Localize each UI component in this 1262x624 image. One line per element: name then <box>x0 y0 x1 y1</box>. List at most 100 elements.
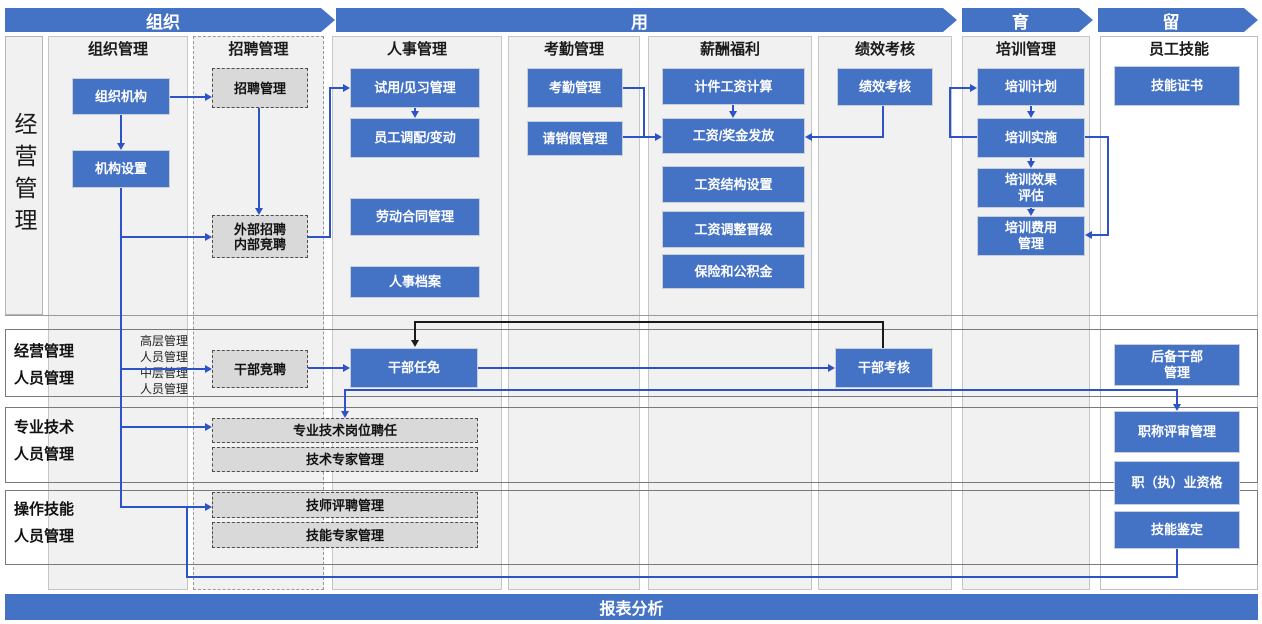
connector-orgsetup-trunk <box>120 188 122 508</box>
node-piece-wage: 计件工资计算 <box>662 68 805 105</box>
row-frame-management <box>5 329 1258 397</box>
connector-trunk-posthire <box>120 426 206 428</box>
arrow-down-orgsetup <box>117 143 125 150</box>
banner-retain-label: 留 <box>1162 12 1180 32</box>
connector-longline-titlereview <box>1176 389 1178 405</box>
connector-extrecruit-up <box>329 88 331 238</box>
connector-cadrecompete-appoint <box>308 367 344 369</box>
connector-appoint-down-black <box>414 321 416 341</box>
connector-skillassess-feedback <box>186 576 1178 578</box>
node-personnel-archives: 人事档案 <box>350 266 480 298</box>
connector-perf-down <box>882 106 884 137</box>
report-analysis-label: 报表分析 <box>599 601 664 618</box>
node-performance-assess: 绩效考核 <box>837 68 933 106</box>
banner-retain: 留 <box>1098 8 1258 32</box>
banner-develop-label: 育 <box>1012 12 1029 32</box>
connector-trainimpl-out <box>949 136 977 138</box>
node-wage-adjust: 工资调整晋级 <box>662 211 805 248</box>
node-payroll: 工资/奖金发放 <box>662 118 805 154</box>
connector-appoint-longline <box>345 389 1177 391</box>
arrow-down-trainimpl <box>1027 111 1035 118</box>
node-post-hire: 专业技术岗位聘任 <box>212 418 478 443</box>
arrow-right-posthire <box>205 423 212 431</box>
column-header-attendance: 考勤管理 <box>543 41 604 58</box>
connector-trainimpl-traineval <box>1030 158 1032 162</box>
node-probation: 试用/见习管理 <box>350 68 480 108</box>
arrow-down-cadreappoint-black <box>411 340 419 347</box>
banner-use-label: 用 <box>631 12 648 32</box>
node-cadre-compete: 干部竞聘 <box>212 350 308 388</box>
connector-trainimpl-up <box>949 88 951 138</box>
node-tech-expert: 技术专家管理 <box>212 447 478 472</box>
column-header-personnel: 人事管理 <box>386 41 447 58</box>
node-transfer: 员工调配/变动 <box>350 118 480 158</box>
node-cadre-assess: 干部考核 <box>835 348 933 388</box>
node-training-eval: 培训效果 评估 <box>977 168 1085 208</box>
connector-trainplan-trainimpl <box>1030 106 1032 112</box>
node-training-impl: 培训实施 <box>977 118 1085 158</box>
column-panel-organization <box>48 36 188 590</box>
connector-trainplan-in <box>949 87 971 89</box>
column-header-performance: 绩效考核 <box>854 41 915 58</box>
arrow-down-transfer <box>411 111 419 118</box>
connector-extrecruit-probation <box>329 87 344 89</box>
arrow-right-technician <box>205 503 212 511</box>
node-training-cost: 培训费用 管理 <box>977 216 1085 256</box>
column-header-salary: 薪酬福利 <box>699 41 760 58</box>
connector-feedback-up <box>186 507 188 577</box>
connector-assess-up-black <box>882 322 884 348</box>
connector-trainimpl-rightdown <box>1107 136 1109 236</box>
node-org-structure: 组织机构 <box>72 78 170 115</box>
connector-trunk-cadrecompete <box>120 368 206 370</box>
row-label-operation: 操作技能 人员管理 <box>14 501 75 545</box>
arrow-down-titlereview <box>1173 404 1181 411</box>
row-frame-operation <box>5 490 1258 565</box>
arrow-down-traincost <box>1027 209 1035 216</box>
arrow-down-traineval <box>1027 161 1035 168</box>
connector-longline-posthire <box>344 389 346 412</box>
node-skill-assess: 技能鉴定 <box>1114 511 1240 549</box>
report-analysis-banner: 报表分析 <box>5 594 1258 620</box>
connector-orgstructure-orgsetup <box>120 115 122 143</box>
arrow-right-trainplan <box>970 84 977 92</box>
arrow-right-payroll <box>655 133 662 141</box>
connector-trunk-extrecruit <box>120 236 206 238</box>
node-reserve-cadre: 后备干部 管理 <box>1114 344 1240 386</box>
arrow-down-posthire <box>341 411 349 418</box>
node-title-review: 职称评审管理 <box>1114 411 1240 453</box>
row-frame-technical <box>5 407 1258 483</box>
arrow-right-cadrecompete <box>205 365 212 373</box>
node-org-setup: 机构设置 <box>72 150 170 188</box>
column-panel-performance <box>818 36 952 590</box>
left-vertical-label-box: 经营管理 <box>5 36 43 315</box>
connector-assess-appoint-black <box>414 321 884 323</box>
node-training-plan: 培训计划 <box>977 68 1085 106</box>
column-header-skills: 员工技能 <box>1148 41 1209 58</box>
left-vertical-label: 经营管理 <box>11 111 37 240</box>
arrow-down-extrecruit <box>255 208 263 215</box>
column-header-training: 培训管理 <box>995 41 1056 58</box>
connector-attendance-out <box>623 87 645 89</box>
connector-leave-payroll <box>623 136 656 138</box>
connector-appoint-assess <box>478 367 829 369</box>
arrow-left-traincost <box>1085 231 1092 239</box>
column-header-organization: 组织管理 <box>87 41 148 58</box>
arrow-left-payroll <box>805 133 812 141</box>
node-leave: 请销假管理 <box>527 121 623 156</box>
connector-probation-transfer <box>414 108 416 112</box>
node-technician: 技师评聘管理 <box>212 492 478 518</box>
connector-extrecruit-out <box>308 236 330 238</box>
row-label-management: 经营管理 人员管理 <box>14 343 75 387</box>
connector-trainimpl-right <box>1085 136 1108 138</box>
connector-traincost-in <box>1092 234 1109 236</box>
arrow-down-payroll <box>729 111 737 118</box>
row-note-management-levels: 高层管理 人员管理 中层管理 人员管理 <box>140 334 189 396</box>
connector-piecewage-payroll <box>732 105 734 112</box>
arrow-right-cadreappoint <box>343 364 350 372</box>
connector-trunk-technician <box>120 506 206 508</box>
row1-bottom-border <box>5 315 1258 316</box>
banner-organize-label: 组织 <box>146 12 180 32</box>
banner-organize: 组织 <box>5 8 335 32</box>
node-cadre-appoint: 干部任免 <box>350 348 478 388</box>
